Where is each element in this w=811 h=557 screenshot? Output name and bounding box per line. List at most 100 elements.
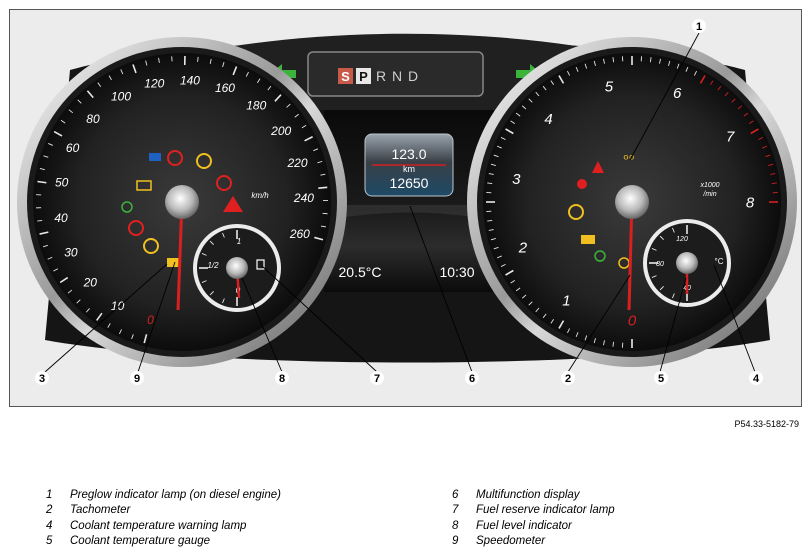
gauge-tick <box>145 60 148 66</box>
gauge-label: 140 <box>180 73 200 87</box>
clock-time: 10:30 <box>439 264 474 280</box>
gauge-tick <box>521 105 527 110</box>
gauge-tick <box>43 155 49 158</box>
gauge-label: 6 <box>673 85 682 102</box>
rpm-unit-top: x1000 <box>699 182 719 189</box>
gauge-tick <box>535 91 540 97</box>
gauge-tick <box>39 231 49 235</box>
gauge-tick <box>85 308 90 313</box>
gauge-tick <box>209 58 212 64</box>
gauge-label: 240 <box>293 191 314 205</box>
esp-off-icon <box>167 258 181 267</box>
gauge-tick <box>659 235 664 240</box>
gauge-tick <box>209 291 214 296</box>
fuel-pump-icon <box>256 259 265 270</box>
callout-2: 2 <box>565 373 571 385</box>
gauge-tick <box>39 168 45 171</box>
gauge-tick <box>510 279 516 284</box>
gauge-tick <box>584 63 588 69</box>
gauge-label: 60 <box>66 141 80 155</box>
gauge-tick <box>575 332 579 338</box>
low-beam-icon <box>594 250 606 262</box>
legend-number: 2 <box>46 504 53 517</box>
legend-text: Fuel level indicator <box>476 519 572 532</box>
gauge-tick <box>131 334 134 340</box>
gauge-tick <box>59 276 69 284</box>
gauge-tick <box>649 57 652 63</box>
gauge-tick <box>301 124 307 129</box>
gauge-tick <box>143 334 148 344</box>
callout-1: 1 <box>696 21 702 33</box>
gauge-tick <box>119 329 122 335</box>
gauge-tick <box>505 128 514 135</box>
fuel-hub <box>226 257 248 279</box>
gauge-tick <box>209 240 214 245</box>
gauge-tick <box>488 173 494 175</box>
gauge-tick <box>107 323 111 328</box>
coolant-label-120: 120 <box>676 236 688 243</box>
gauge-tick <box>245 71 249 77</box>
gauge-tick <box>593 60 596 66</box>
gauge-tick <box>771 182 777 185</box>
gauge-tick <box>528 98 533 103</box>
rpm-unit-bottom: /min <box>702 191 716 198</box>
gauge-tick <box>256 78 261 84</box>
gauge-tick <box>48 143 54 146</box>
gauge-tick <box>762 145 768 149</box>
gauge-tick <box>528 301 533 306</box>
gauge-tick <box>37 219 43 222</box>
speed-unit: km/h <box>251 191 269 200</box>
gauge-tick <box>737 105 743 110</box>
abs-warning-icon <box>216 175 232 191</box>
gauge-tick <box>500 137 506 141</box>
gauge-tick <box>724 91 729 97</box>
trip-distance: 123.0 <box>391 146 426 162</box>
general-warning-icon <box>568 204 584 220</box>
gauge-tick <box>510 120 516 125</box>
gauge-tick <box>567 70 571 76</box>
gauge-tick <box>515 287 521 292</box>
gauge-tick <box>672 293 675 299</box>
legend-text: Fuel reserve indicator lamp <box>476 504 615 517</box>
gauge-tick <box>132 64 137 74</box>
gauge-tick <box>47 256 53 260</box>
gauge-tick <box>612 57 615 63</box>
gauge-tick <box>286 103 291 108</box>
odometer: 12650 <box>390 175 429 191</box>
gauge-tick <box>603 340 605 346</box>
gauge-tick <box>748 120 754 125</box>
gauge-tick <box>584 335 588 341</box>
coolant-label-80: 80 <box>656 261 664 268</box>
parking-brake-icon <box>196 153 212 169</box>
fuel-gauge: 1 1/2 0 <box>193 224 281 312</box>
gauge-tick <box>294 113 299 118</box>
coolant-temperature-gauge: 120 80 40 °C <box>643 219 731 307</box>
legend-text: Coolant temperature gauge <box>70 535 211 548</box>
gauge-tick <box>274 94 282 102</box>
transmission-indicator: S P R N D <box>307 51 484 97</box>
gauge-tick <box>318 186 328 190</box>
gauge-tick <box>668 60 671 66</box>
figure-reference-id: P54.33-5182-79 <box>734 419 799 429</box>
gauge-tick <box>542 85 547 91</box>
gauge-tick <box>575 66 579 72</box>
gauge-label: 220 <box>287 156 308 170</box>
gauge-tick <box>493 246 499 250</box>
gauge-tick <box>558 320 565 329</box>
legend-number: 9 <box>452 535 459 548</box>
seatbelt-warning-icon <box>592 161 604 173</box>
check-engine-icon <box>581 235 595 244</box>
gauge-label: 200 <box>270 124 291 138</box>
gauge-tick <box>535 307 540 313</box>
gauge-tick <box>768 163 774 166</box>
gauge-tick <box>699 75 706 84</box>
hazard-warning-icon <box>223 196 243 212</box>
gauge-tick <box>659 286 664 291</box>
gauge-label: 100 <box>111 90 131 104</box>
gauge-tick <box>158 57 160 63</box>
